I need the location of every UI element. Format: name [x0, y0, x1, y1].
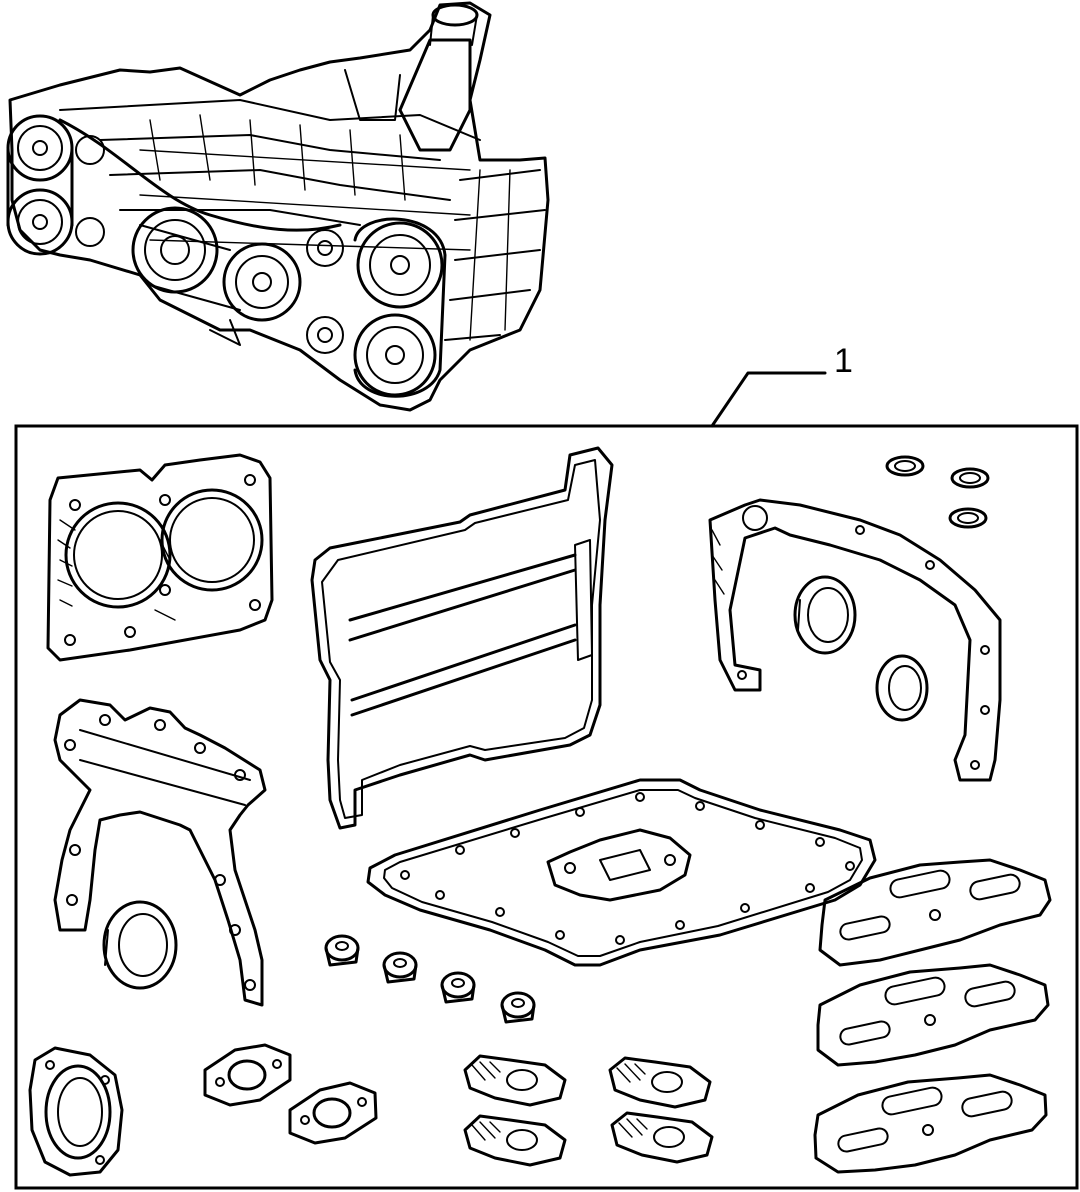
gasket-kit-frame [14, 424, 1079, 1190]
callout-leader [710, 371, 827, 428]
oil-pan-gasket [366, 778, 877, 967]
engine-assembly-illustration [6, 1, 550, 412]
timing-cover-gasket [708, 498, 1002, 782]
intake-manifold-gaskets [813, 858, 1052, 1174]
camshaft-oil-seals [793, 575, 929, 722]
water-pump-gasket [28, 1046, 124, 1177]
valve-cover-bolt-grommets [324, 934, 536, 1024]
o-rings-group [885, 455, 990, 529]
exhaust-flange-gaskets [463, 1054, 714, 1167]
callout-label: 1 [834, 342, 853, 380]
thermostat-gaskets [203, 1043, 378, 1145]
cylinder-head-gasket [46, 453, 274, 662]
front-cover-gasket [53, 698, 267, 1007]
crankshaft-front-seal [102, 900, 178, 990]
valve-cover-gasket [310, 446, 614, 830]
